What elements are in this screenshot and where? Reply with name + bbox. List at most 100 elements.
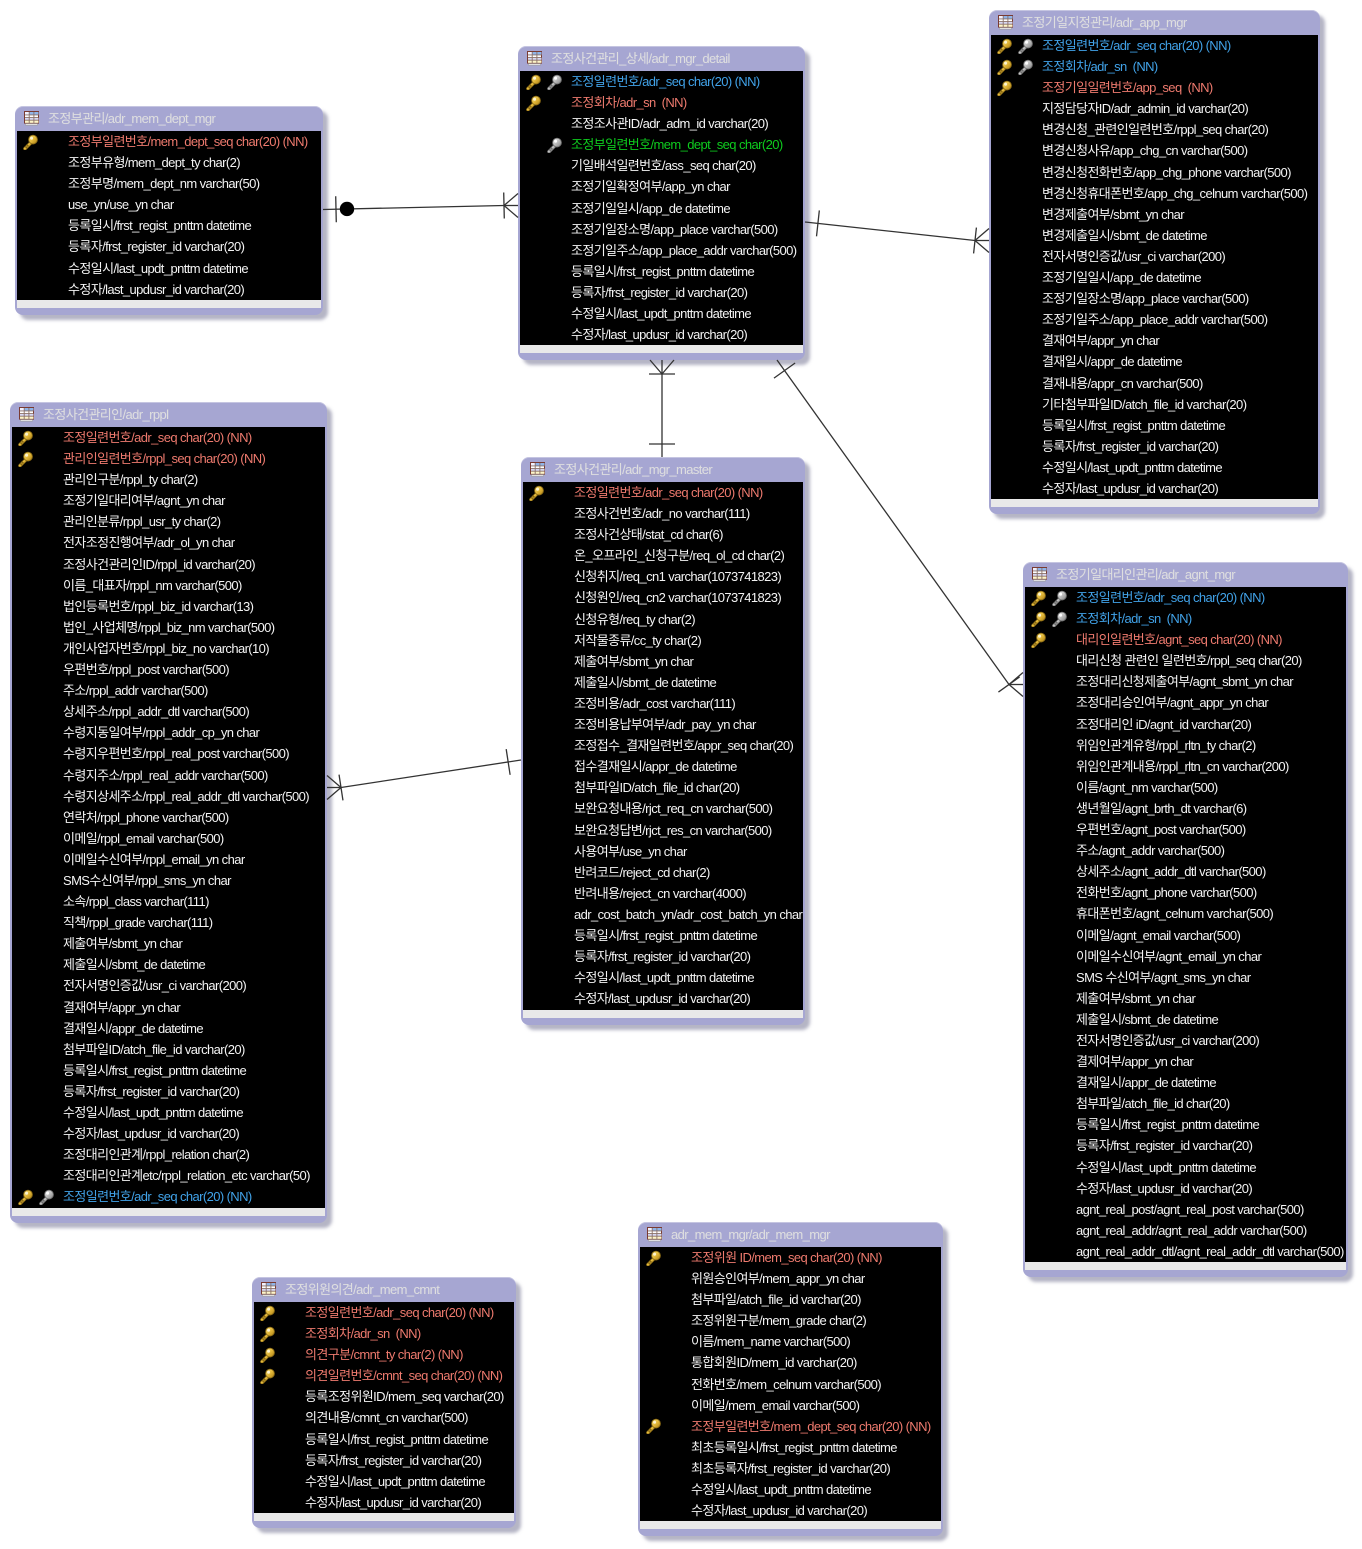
attribute-row[interactable]: 휴대폰번호/agnt_celnum varchar(500) (1025, 903, 1346, 924)
attribute-row[interactable]: 반려코드/reject_cd char(2) (523, 862, 803, 883)
attribute-row[interactable]: 신청취지/req_cn1 varchar(1073741823) (523, 566, 803, 587)
attribute-row[interactable]: 변경제출일시/sbmt_de datetime (991, 225, 1318, 246)
attribute-row[interactable]: 등록조정위원ID/mem_seq varchar(20) (254, 1386, 514, 1407)
attribute-row[interactable]: 결제여부/appr_yn char (1025, 1051, 1346, 1072)
attribute-row[interactable]: 조정부일련번호/mem_dept_seq char(20) (NN) (640, 1416, 941, 1437)
entity-titlebar[interactable]: 조정사건관리인/adr_rppl (10, 402, 327, 427)
attribute-row[interactable]: 등록자/frst_register_id varchar(20) (991, 436, 1318, 457)
attribute-row[interactable]: 지정담당자ID/adr_admin_id varchar(20) (991, 98, 1318, 119)
attribute-row[interactable]: 첨부파일/atch_file_id varchar(20) (640, 1289, 941, 1310)
attribute-row[interactable]: 반려내용/reject_cn varchar(4000) (523, 883, 803, 904)
attribute-row[interactable]: 위임인관계유형/rppl_rltn_ty char(2) (1025, 735, 1346, 756)
attribute-row[interactable]: 결재내용/appr_cn varchar(500) (991, 373, 1318, 394)
attribute-row[interactable]: 조정기일일시/app_de datetime (520, 198, 803, 219)
attribute-row[interactable]: 결재일시/appr_de datetime (991, 351, 1318, 372)
entity-titlebar[interactable]: 조정사건관리_상세/adr_mgr_detail (518, 46, 805, 71)
attribute-row[interactable]: 접수결재일시/appr_de datetime (523, 756, 803, 777)
attribute-row[interactable]: 수정자/last_updusr_id varchar(20) (12, 1123, 325, 1144)
attribute-row[interactable]: 수정자/last_updusr_id varchar(20) (17, 279, 321, 300)
attribute-row[interactable]: 조정대리인관계etc/rppl_relation_etc varchar(50) (12, 1165, 325, 1186)
attribute-row[interactable]: 신청유형/req_ty char(2) (523, 609, 803, 630)
attribute-row[interactable]: 최초등록일시/frst_regist_pnttm datetime (640, 1437, 941, 1458)
attribute-row[interactable]: 전자서명인증값/usr_ci varchar(200) (12, 975, 325, 996)
relationship-master_to_detail[interactable] (649, 359, 675, 457)
attribute-row[interactable]: 의견구분/cmnt_ty char(2) (NN) (254, 1344, 514, 1365)
attribute-row[interactable]: 전자서명인증값/usr_ci varchar(200) (991, 246, 1318, 267)
attribute-row[interactable]: 관리인분류/rppl_usr_ty char(2) (12, 511, 325, 532)
attribute-row[interactable]: 수정자/last_updusr_id varchar(20) (991, 478, 1318, 499)
entity-titlebar[interactable]: adr_mem_mgr/adr_mem_mgr (638, 1222, 943, 1247)
attribute-row[interactable]: 통합회원ID/mem_id varchar(20) (640, 1352, 941, 1373)
attribute-row[interactable]: 조정기일대리여부/agnt_yn char (12, 490, 325, 511)
attribute-row[interactable]: 이메일/rppl_email varchar(500) (12, 828, 325, 849)
attribute-row[interactable]: 등록일시/frst_regist_pnttm datetime (523, 925, 803, 946)
attribute-row[interactable]: 우편번호/rppl_post varchar(500) (12, 659, 325, 680)
attribute-row[interactable]: 수정일시/last_updt_pnttm datetime (640, 1479, 941, 1500)
attribute-row[interactable]: 연락처/rppl_phone varchar(500) (12, 807, 325, 828)
attribute-row[interactable]: 관리인구분/rppl_ty char(2) (12, 469, 325, 490)
attribute-row[interactable]: 상세주소/rppl_addr_dtl varchar(500) (12, 701, 325, 722)
attribute-row[interactable]: 등록자/frst_register_id varchar(20) (1025, 1135, 1346, 1156)
attribute-row[interactable]: 등록자/frst_register_id varchar(20) (523, 946, 803, 967)
attribute-row[interactable]: 조정사건상태/stat_cd char(6) (523, 524, 803, 545)
attribute-row[interactable]: 관리인일련번호/rppl_seq char(20) (NN) (12, 448, 325, 469)
attribute-row[interactable]: 대리인일련번호/agnt_seq char(20) (NN) (1025, 629, 1346, 650)
attribute-row[interactable]: SMS 수신여부/agnt_sms_yn char (1025, 967, 1346, 988)
attribute-row[interactable]: 조정일련번호/adr_seq char(20) (NN) (12, 1186, 325, 1207)
attribute-row[interactable]: 수정자/last_updusr_id varchar(20) (520, 324, 803, 345)
attribute-row[interactable]: 등록일시/frst_regist_pnttm datetime (520, 261, 803, 282)
attribute-row[interactable]: 조정기일장소명/app_place varchar(500) (991, 288, 1318, 309)
attribute-row[interactable]: 직책/rppl_grade varchar(111) (12, 912, 325, 933)
attribute-row[interactable]: 조정기일주소/app_place_addr varchar(500) (520, 240, 803, 261)
relationship-detail_to_app[interactable] (804, 210, 990, 254)
attribute-row[interactable]: 제출여부/sbmt_yn char (523, 651, 803, 672)
attribute-row[interactable]: 저작물종류/cc_ty char(2) (523, 630, 803, 651)
attribute-row[interactable]: 조정부명/mem_dept_nm varchar(50) (17, 173, 321, 194)
attribute-row[interactable]: 첨부파일/atch_file_id char(20) (1025, 1093, 1346, 1114)
entity-titlebar[interactable]: 조정사건관리/adr_mgr_master (521, 457, 805, 482)
attribute-row[interactable]: 소속/rppl_class varchar(111) (12, 891, 325, 912)
attribute-row[interactable]: 조정부일련번호/mem_dept_seq char(20) (520, 134, 803, 155)
attribute-row[interactable]: agnt_real_addr_dtl/agnt_real_addr_dtl va… (1025, 1241, 1346, 1262)
attribute-row[interactable]: 결재여부/appr_yn char (12, 997, 325, 1018)
attribute-row[interactable]: 제출일시/sbmt_de datetime (12, 954, 325, 975)
attribute-row[interactable]: 이메일/agnt_email varchar(500) (1025, 925, 1346, 946)
attribute-row[interactable]: 수정일시/last_updt_pnttm datetime (991, 457, 1318, 478)
entity-titlebar[interactable]: 조정부관리/adr_mem_dept_mgr (15, 106, 323, 131)
attribute-row[interactable]: 수정일시/last_updt_pnttm datetime (17, 258, 321, 279)
attribute-row[interactable]: 이름_대표자/rppl_nm varchar(500) (12, 575, 325, 596)
attribute-row[interactable]: 제출여부/sbmt_yn char (1025, 988, 1346, 1009)
attribute-row[interactable]: 조정대리승인여부/agnt_appr_yn char (1025, 692, 1346, 713)
attribute-row[interactable]: 조정위원구분/mem_grade char(2) (640, 1310, 941, 1331)
attribute-row[interactable]: 위임인관계내용/rppl_rltn_cn varchar(200) (1025, 756, 1346, 777)
entity-titlebar[interactable]: 조정기일대리인관리/adr_agnt_mgr (1023, 562, 1348, 587)
relationship-detail_to_agnt[interactable] (773, 359, 1024, 697)
attribute-row[interactable]: 의견일련번호/cmnt_seq char(20) (NN) (254, 1365, 514, 1386)
attribute-row[interactable]: 최초등록자/frst_register_id varchar(20) (640, 1458, 941, 1479)
attribute-row[interactable]: 결재일시/appr_de datetime (12, 1018, 325, 1039)
attribute-row[interactable]: 기일배석일련번호/ass_seq char(20) (520, 155, 803, 176)
attribute-row[interactable]: 법인등록번호/rppl_biz_id varchar(13) (12, 596, 325, 617)
attribute-row[interactable]: 수정자/last_updusr_id varchar(20) (640, 1500, 941, 1521)
attribute-row[interactable]: 생년월일/agnt_brth_dt varchar(6) (1025, 798, 1346, 819)
attribute-row[interactable]: 법인_사업체명/rppl_biz_nm varchar(500) (12, 617, 325, 638)
attribute-row[interactable]: 등록자/frst_register_id varchar(20) (254, 1450, 514, 1471)
attribute-row[interactable]: 수정일시/last_updt_pnttm datetime (254, 1471, 514, 1492)
attribute-row[interactable]: 수정자/last_updusr_id varchar(20) (254, 1492, 514, 1513)
attribute-row[interactable]: 상세주소/agnt_addr_dtl varchar(500) (1025, 861, 1346, 882)
attribute-row[interactable]: 조정회차/adr_sn (NN) (520, 92, 803, 113)
attribute-row[interactable]: 수정일시/last_updt_pnttm datetime (523, 967, 803, 988)
attribute-row[interactable]: 수정일시/last_updt_pnttm datetime (520, 303, 803, 324)
attribute-row[interactable]: 조정대리신청제출여부/agnt_sbmt_yn char (1025, 671, 1346, 692)
attribute-row[interactable]: 조정비용/adr_cost varchar(111) (523, 693, 803, 714)
attribute-row[interactable]: 등록일시/frst_regist_pnttm datetime (1025, 1114, 1346, 1135)
attribute-row[interactable]: 결재일시/appr_de datetime (1025, 1072, 1346, 1093)
attribute-row[interactable]: 조정회차/adr_sn (NN) (1025, 608, 1346, 629)
relationship-dept_to_detail[interactable] (322, 192, 519, 223)
attribute-row[interactable]: 이메일/mem_email varchar(500) (640, 1395, 941, 1416)
attribute-row[interactable]: 등록자/frst_register_id varchar(20) (520, 282, 803, 303)
attribute-row[interactable]: 조정일련번호/adr_seq char(20) (NN) (520, 71, 803, 92)
